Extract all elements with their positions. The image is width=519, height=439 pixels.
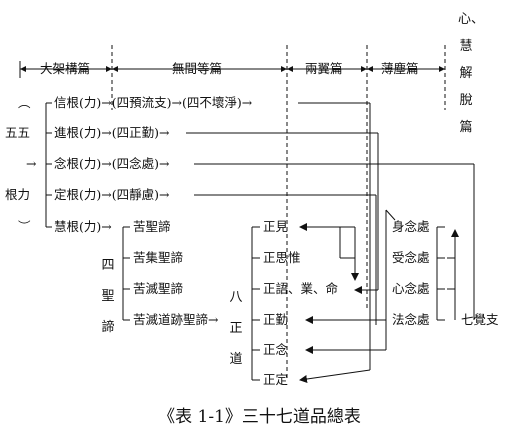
group-label-bottom: 根力 [5,187,31,202]
truth-origin: 苦集聖諦 [133,250,184,265]
awakening-factors: 七覺支 [461,312,499,327]
path-right-concentration: 正定 [263,372,289,387]
header-label-uninterrupted: 無間等篇 [172,61,223,76]
table-caption: 《表 1-1》三十七道品總表 [158,407,361,427]
header-label-framework: 大架構篇 [40,61,91,76]
root-faith: 信根(力)→(四預流支)→(四不壞淨)→ [54,95,253,110]
mindfulness-mind: 心念處 [392,281,430,296]
header-label-thin-dust: 薄塵篇 [381,61,419,76]
arc-bottom: ︶ [18,219,31,234]
path-right-speech-action-livelihood: 正語、業、命 [263,281,339,296]
mindfulness-feeling: 受念處 [392,250,430,265]
mindfulness-dhamma: 法念處 [392,312,430,327]
root-concentration: 定根(力)→(四靜慮)→ [54,187,170,202]
path-right-thought: 正思惟 [263,250,301,265]
path-vertical-label: 八正道 [229,290,243,367]
root-energy: 進根(力)→(四正勤)→ [54,125,170,140]
header-label-two-wings: 兩翼篇 [305,61,343,76]
group-label-mid-arrow: → [26,156,37,171]
truth-path: 苦滅道跡聖諦→ [133,312,219,327]
truth-cessation: 苦滅聖諦 [133,281,184,296]
path-right-effort: 正勤 [263,312,289,327]
truths-vertical-label: 四聖諦 [101,258,115,335]
path-right-mindfulness: 正念 [263,342,289,357]
truth-suffering: 苦聖諦 [133,219,171,234]
right-vertical-title: 心、慧解脫篇 [458,12,485,135]
path-right-view: 正見 [263,219,289,234]
arc-top: ︵ [18,95,31,110]
group-label-top: 五五 [5,125,31,140]
mindfulness-body: 身念處 [392,219,430,234]
root-mindfulness: 念根(力)→(四念處)→ [54,156,170,171]
root-wisdom: 慧根(力)→ [54,219,112,234]
